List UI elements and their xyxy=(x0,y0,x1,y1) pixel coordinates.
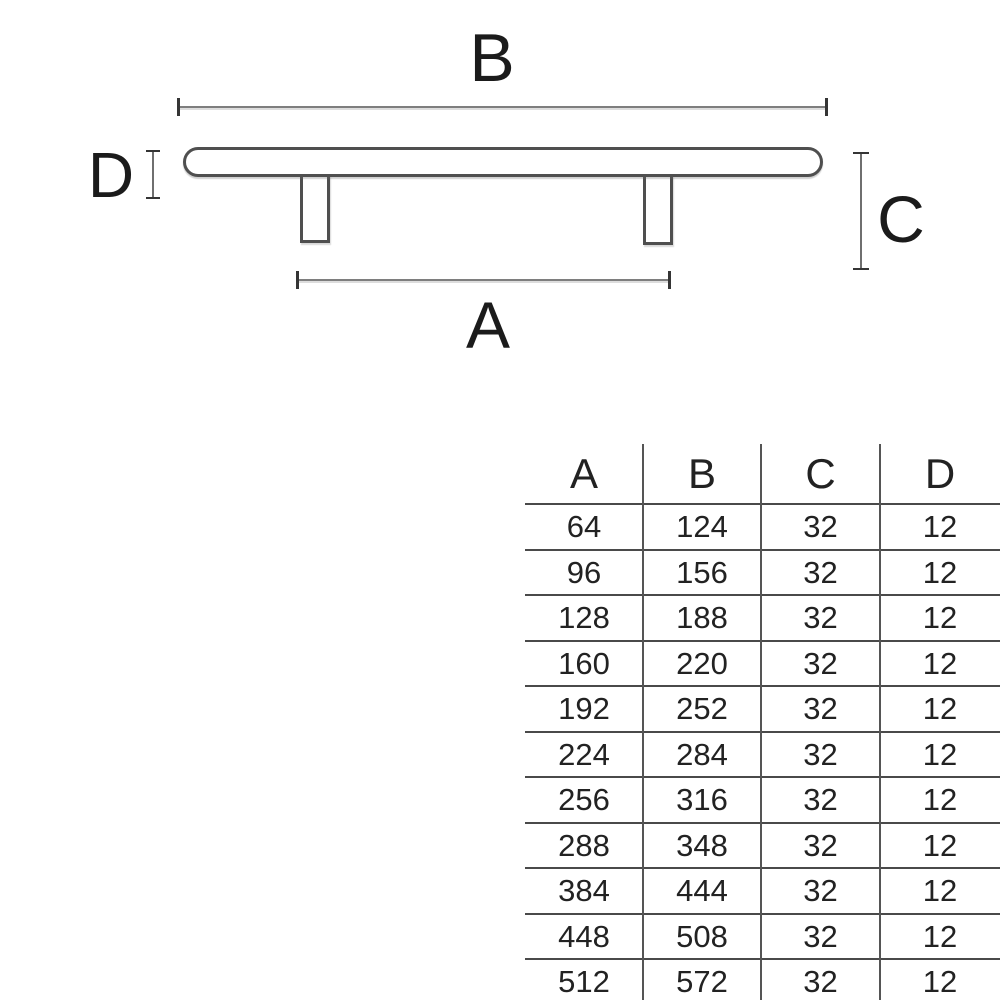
dimension-label-c: C xyxy=(877,182,925,256)
table-cell: 508 xyxy=(676,918,728,954)
table-cell: 448 xyxy=(558,918,610,954)
table-cell: 160 xyxy=(558,645,610,681)
table-header-d: D xyxy=(924,449,956,497)
dimension-line-d xyxy=(152,151,154,199)
table-cell: 512 xyxy=(558,964,610,1000)
table-cell: 32 xyxy=(803,918,838,954)
dimension-tick xyxy=(853,268,869,270)
table-cell: 96 xyxy=(566,554,602,590)
table-cell: 124 xyxy=(676,509,728,545)
dimension-line-a xyxy=(298,279,670,281)
table-cell: 32 xyxy=(803,691,838,727)
table-cell: 252 xyxy=(676,691,728,727)
table-column-divider xyxy=(760,444,762,1000)
table-cell: 32 xyxy=(803,736,838,772)
table-cell: 32 xyxy=(803,782,838,818)
table-row: 128 188 32 12 xyxy=(525,596,1000,642)
table-header-c: C xyxy=(805,449,836,497)
dimension-tick xyxy=(296,271,299,289)
table-cell: 444 xyxy=(676,873,728,909)
dimension-label-d: D xyxy=(87,139,135,211)
dimension-tick xyxy=(853,152,869,154)
dimension-tick xyxy=(146,150,160,152)
table-cell: 288 xyxy=(558,827,610,863)
dimension-tick xyxy=(177,98,180,116)
table-row: 96 156 32 12 xyxy=(525,551,1000,596)
table-cell: 316 xyxy=(676,782,728,818)
table-cell: 12 xyxy=(922,509,958,545)
table-cell: 12 xyxy=(922,782,958,818)
dimension-line-c xyxy=(860,153,862,270)
table-cell: 188 xyxy=(676,600,728,636)
dimension-tick xyxy=(146,197,160,199)
dimension-label-a: A xyxy=(465,288,511,362)
table-header-a: A xyxy=(569,449,598,497)
dimension-line-b xyxy=(178,106,827,108)
table-cell: 384 xyxy=(558,873,610,909)
dimension-label-b: B xyxy=(469,20,515,96)
table-cell: 12 xyxy=(922,691,958,727)
table-header-row: A B C D xyxy=(525,444,1000,505)
table-row: 288 348 32 12 xyxy=(525,824,1000,869)
table-cell: 12 xyxy=(922,600,958,636)
handle-leg-right xyxy=(643,175,673,245)
table-cell: 12 xyxy=(922,554,958,590)
table-row: 224 284 32 12 xyxy=(525,733,1000,778)
table-cell: 32 xyxy=(803,509,838,545)
table-cell: 572 xyxy=(676,964,728,1000)
table-cell: 12 xyxy=(922,645,958,681)
table-cell: 348 xyxy=(676,827,728,863)
table-cell: 128 xyxy=(558,600,610,636)
dimension-diagram: B D C A xyxy=(0,0,1000,440)
table-cell: 12 xyxy=(922,918,958,954)
table-cell: 32 xyxy=(803,827,838,863)
size-table: A B C D 64 124 32 12 96 156 32 12 128 188 32 12 160 2… xyxy=(525,444,1000,1000)
table-cell: 12 xyxy=(922,736,958,772)
table-column-divider xyxy=(879,444,881,1000)
table-row: 448 508 32 12 xyxy=(525,915,1000,960)
table-cell: 12 xyxy=(922,964,958,1000)
table-header-b: B xyxy=(687,449,716,497)
table-cell: 220 xyxy=(676,645,728,681)
table-row: 384 444 32 12 xyxy=(525,869,1000,915)
table-row: 64 124 32 12 xyxy=(525,505,1000,551)
table-cell: 32 xyxy=(803,600,838,636)
table-row: 256 316 32 12 xyxy=(525,778,1000,824)
handle-leg-left xyxy=(300,175,330,243)
table-cell: 32 xyxy=(803,964,838,1000)
table-cell: 156 xyxy=(676,554,728,590)
dimension-tick xyxy=(668,271,671,289)
dimension-tick xyxy=(825,98,828,116)
table-cell: 32 xyxy=(803,645,838,681)
table-cell: 64 xyxy=(566,509,602,545)
table-row: 192 252 32 12 xyxy=(525,687,1000,733)
table-cell: 12 xyxy=(922,827,958,863)
table-cell: 12 xyxy=(922,873,958,909)
table-row: 512 572 32 12 xyxy=(525,960,1000,1000)
table-cell: 32 xyxy=(803,873,838,909)
table-cell: 32 xyxy=(803,554,838,590)
table-column-divider xyxy=(642,444,644,1000)
table-cell: 224 xyxy=(558,736,610,772)
handle-bar-outline xyxy=(183,147,823,177)
table-cell: 256 xyxy=(558,782,610,818)
table-cell: 284 xyxy=(676,736,728,772)
table-row: 160 220 32 12 xyxy=(525,642,1000,687)
table-cell: 192 xyxy=(558,691,610,727)
